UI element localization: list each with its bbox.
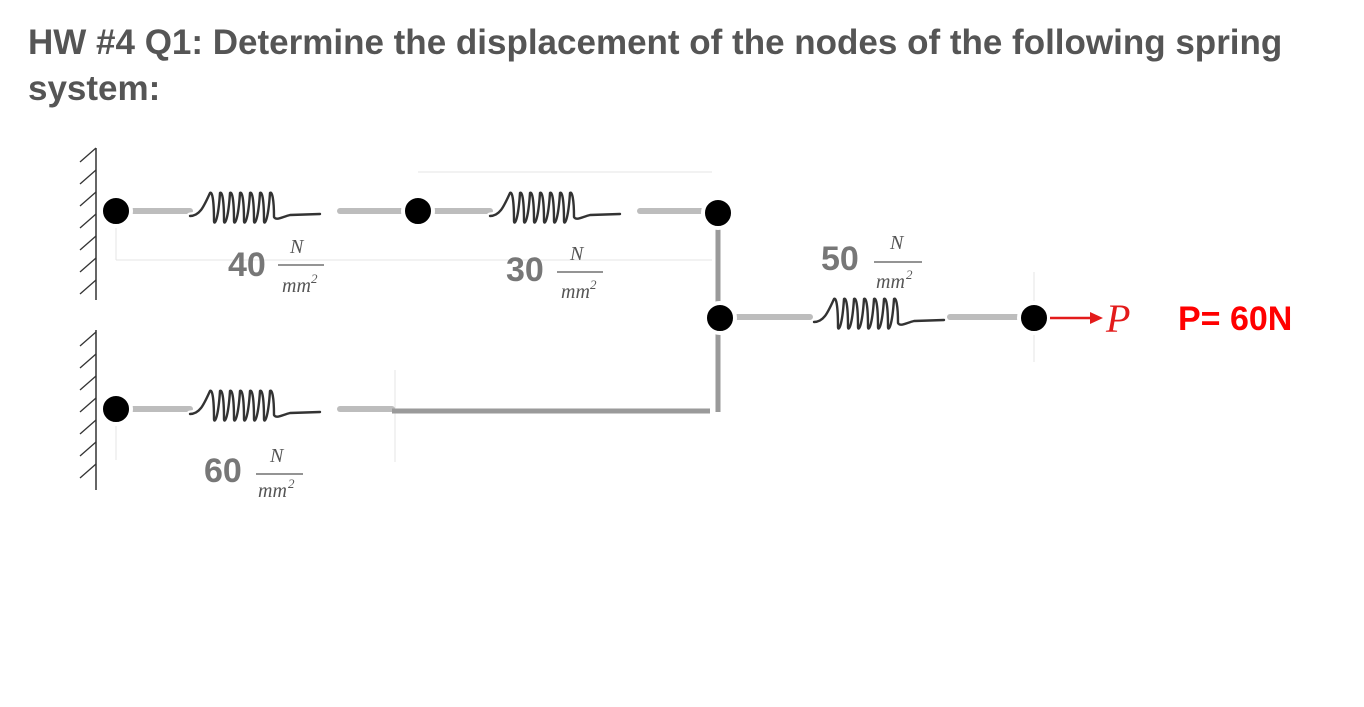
svg-text:50: 50 (821, 240, 859, 278)
svg-text:N: N (289, 236, 305, 258)
node-6 (99, 392, 133, 426)
spring-3-coil (814, 299, 944, 329)
stiffness-label-2: 30 N mm 2 (506, 243, 603, 303)
svg-text:mm: mm (258, 480, 287, 502)
force-arrow (1050, 312, 1103, 324)
svg-text:mm: mm (282, 275, 311, 297)
spring-4-coil (190, 391, 320, 421)
svg-text:2: 2 (590, 277, 597, 292)
svg-text:2: 2 (288, 476, 295, 491)
stiffness-label-3: 50 N mm 2 (821, 232, 922, 293)
node-4 (703, 301, 737, 335)
fixed-wall-top (79, 147, 97, 300)
svg-text:N: N (889, 232, 905, 254)
rigid-connectors (392, 225, 721, 414)
nodes (99, 194, 1051, 426)
svg-text:N: N (269, 445, 285, 467)
svg-text:mm: mm (561, 281, 590, 303)
spring-1-coil (190, 193, 320, 223)
svg-text:mm: mm (876, 271, 905, 293)
force-symbol: P (1105, 296, 1130, 341)
svg-text:2: 2 (906, 267, 913, 282)
svg-text:40: 40 (228, 246, 266, 284)
stiffness-label-1: 40 N mm 2 (228, 236, 324, 297)
svg-text:30: 30 (506, 251, 544, 289)
svg-text:2: 2 (311, 271, 318, 286)
question-title: HW #4 Q1: Determine the displacement of … (28, 23, 1283, 108)
node-5 (1017, 301, 1051, 335)
svg-text:60: 60 (204, 452, 242, 490)
stiffness-label-4: 60 N mm 2 (204, 445, 303, 502)
node-1 (99, 194, 133, 228)
svg-text:N: N (569, 243, 585, 265)
node-3 (701, 196, 735, 230)
spring-2-coil (490, 193, 620, 223)
force-value-label: P= 60N (1178, 300, 1292, 338)
node-2 (401, 194, 435, 228)
fixed-wall-bottom (79, 330, 97, 490)
